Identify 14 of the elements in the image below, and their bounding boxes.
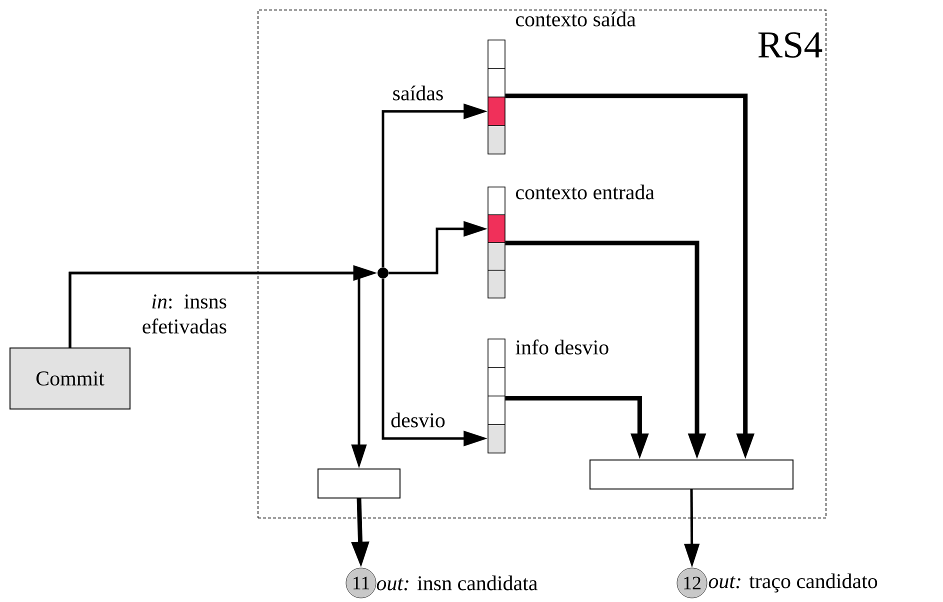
side-label: contexto saída bbox=[516, 12, 636, 26]
side-label: out: insn candidata bbox=[376, 576, 538, 590]
process-box: Commit bbox=[10, 348, 130, 410]
side-label: info desvio bbox=[516, 340, 608, 354]
side-label: contexto entrada bbox=[516, 184, 654, 200]
edge-label: desvio bbox=[391, 412, 445, 428]
junction-dot bbox=[378, 268, 388, 278]
register-box bbox=[590, 460, 794, 490]
frame-title: RS4 bbox=[758, 32, 822, 58]
side-label: out: traço candidato bbox=[708, 573, 878, 592]
register-box bbox=[318, 468, 400, 498]
edge-label: saídas bbox=[393, 86, 443, 100]
dashed-frame bbox=[258, 10, 826, 518]
edge-label: in: insns efetivadas bbox=[142, 294, 226, 334]
